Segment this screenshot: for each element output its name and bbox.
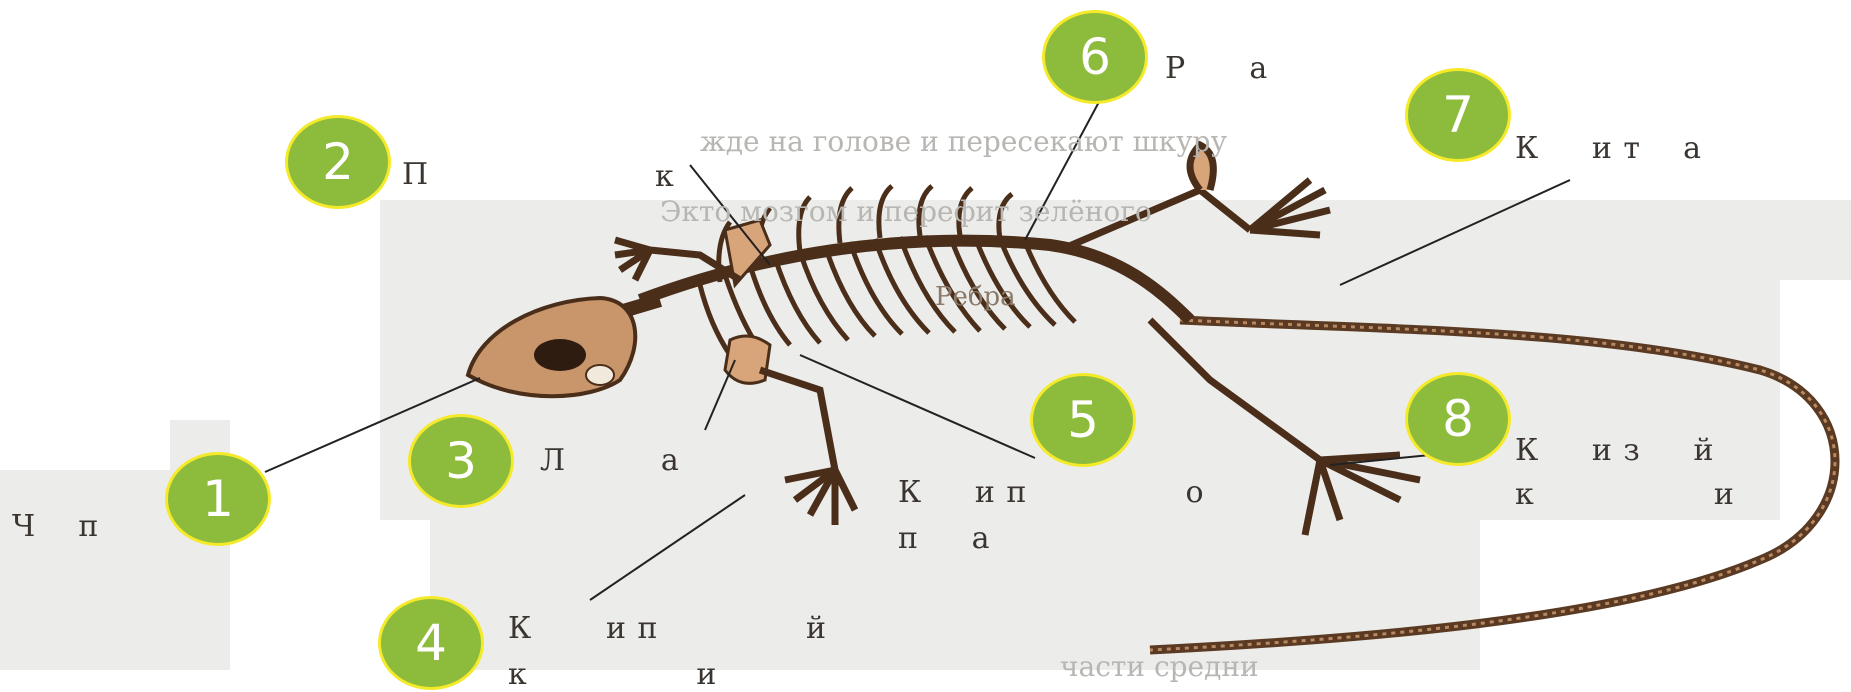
callout-label-1: Ч п — [12, 510, 99, 544]
callout-badge-4: 4 — [378, 596, 484, 690]
callout-label-4-line2: к и — [508, 658, 717, 692]
extra-label: к — [655, 160, 675, 194]
callout-badge-8: 8 — [1405, 372, 1511, 466]
callout-badge-7: 7 — [1405, 68, 1511, 162]
callout-label-4-line1: К и п й — [508, 612, 827, 646]
callout-label-5-line2: п а — [898, 522, 991, 556]
ribs-caption: Ребра — [935, 282, 1016, 312]
callout-label-7: К и т а — [1515, 132, 1702, 166]
callout-badge-2: 2 — [285, 115, 391, 209]
callout-label-5-line1: К и п о — [898, 476, 1205, 510]
callout-label-8-line2: к и — [1515, 478, 1735, 512]
callout-badge-5: 5 — [1030, 373, 1136, 467]
background-line: жде на голове и пересекают шкуру — [700, 125, 1227, 158]
shoulder-bone — [725, 336, 770, 383]
callout-badge-1: 1 — [165, 452, 271, 546]
callout-badge-3: 3 — [408, 414, 514, 508]
callout-badge-6: 6 — [1042, 10, 1148, 104]
callout-label-8-line1: К и з й — [1515, 434, 1714, 468]
background-line: Экто мозгом и перефит зелёного — [660, 195, 1152, 228]
callout-label-2: П — [402, 158, 429, 192]
callout-label-6: Р а — [1165, 52, 1268, 86]
callout-label-3: Л а — [540, 444, 680, 478]
background-line: части средни — [1060, 650, 1259, 683]
